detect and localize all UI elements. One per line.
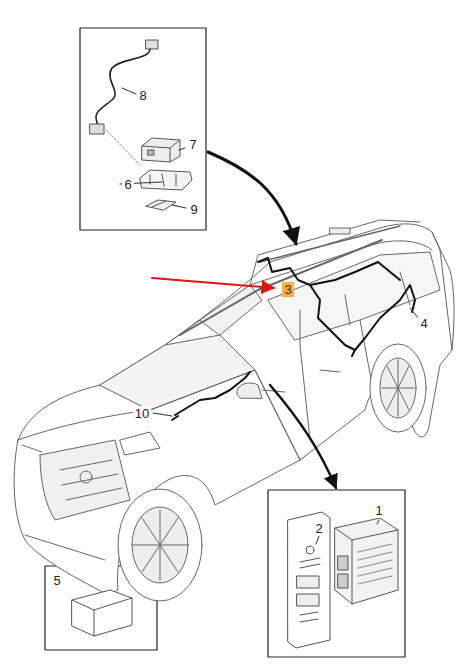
bracket	[140, 170, 192, 190]
inset-frame	[268, 490, 405, 657]
callout-number: 8	[137, 88, 148, 103]
callout-number: 1	[373, 503, 384, 518]
hub-module	[335, 518, 398, 604]
callout-number: 7	[187, 137, 198, 152]
callout-number: 9	[188, 202, 199, 217]
callout-number: 6	[122, 177, 133, 192]
callout-number: 10	[133, 406, 151, 421]
wiring-harness	[175, 258, 415, 415]
callout-number: 3	[282, 282, 293, 297]
callout-number: 4	[418, 316, 429, 331]
callout-number: 2	[313, 521, 324, 536]
module	[142, 138, 180, 162]
pointer-arrow	[152, 278, 274, 288]
callout-number: 5	[51, 573, 62, 588]
inset-frame	[80, 28, 206, 230]
usb-panel	[288, 512, 330, 648]
box-part	[72, 590, 132, 636]
